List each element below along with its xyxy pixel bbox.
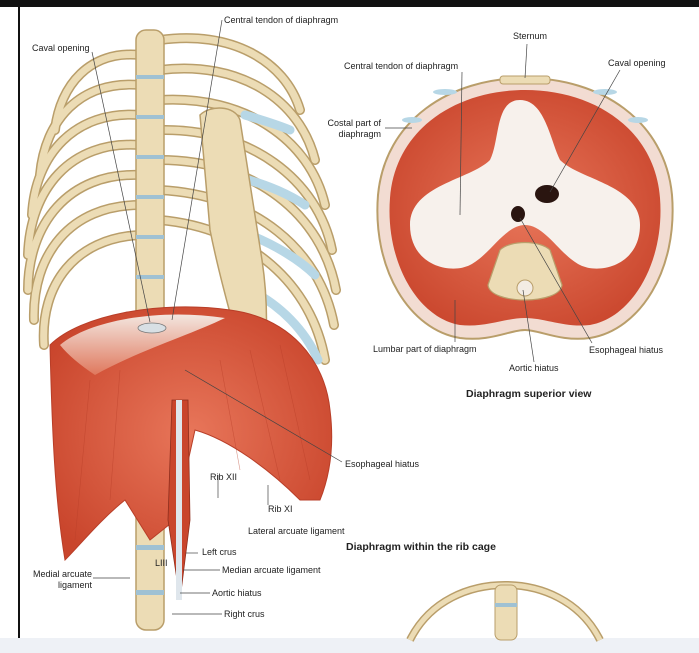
leader-lines-right <box>385 43 621 363</box>
label-rib-xi: Rib XI <box>268 504 293 514</box>
label-costal-part: Costal part of diaphragm <box>327 118 381 139</box>
label-sternum: Sternum <box>513 31 548 41</box>
label-lateral-arcuate: Lateral arcuate ligament <box>248 526 345 536</box>
label-aortic-hiatus-right: Aortic hiatus <box>509 363 559 373</box>
label-caval-opening-left: Caval opening <box>32 43 90 53</box>
label-rib-xii: Rib XII <box>210 472 238 482</box>
spinal-canal <box>516 279 534 297</box>
label-median-arcuate: Median arcuate ligament <box>222 565 321 575</box>
label-aortic-hiatus-left: Aortic hiatus <box>212 588 262 598</box>
caval-opening-hole <box>137 322 167 334</box>
label-central-tendon-left: Central tendon of diaphragm <box>224 15 339 25</box>
left-frame-line <box>18 0 20 653</box>
label-lumbar-part: Lumbar part of diaphragm <box>373 344 477 354</box>
leader-lines-left <box>91 19 343 615</box>
bottom-band <box>0 638 699 653</box>
rib-cage-illustration <box>23 29 341 631</box>
label-vertebra-liii: LIII <box>155 558 168 568</box>
label-caval-opening-right: Caval opening <box>608 58 666 68</box>
superior-view-illustration <box>376 75 674 340</box>
muscle-fibers <box>74 344 311 541</box>
top-frame-line <box>0 0 699 7</box>
label-left-crus: Left crus <box>202 547 237 557</box>
superior-caval-hole <box>535 185 559 203</box>
superior-esophageal-hole <box>511 206 525 222</box>
label-esophageal-hiatus-right: Esophageal hiatus <box>589 345 664 355</box>
vertebral-body-view <box>487 241 563 301</box>
ribs-right-fill <box>156 34 340 364</box>
caption-rib-cage: Diaphragm within the rib cage <box>346 541 496 553</box>
label-central-tendon-right: Central tendon of diaphragm <box>344 61 459 71</box>
central-tendon-dome <box>60 314 225 375</box>
diaphragm-muscle <box>49 306 333 562</box>
aorta-band <box>176 400 182 600</box>
caption-superior-view: Diaphragm superior view <box>466 388 592 400</box>
ribs-left-fill <box>24 51 144 349</box>
label-medial-arcuate: Medial arcuate ligament <box>32 569 92 590</box>
superior-central-tendon <box>410 100 640 269</box>
small-rib-cage-preview <box>406 580 604 642</box>
label-right-crus: Right crus <box>224 609 265 619</box>
label-esophageal-hiatus-left: Esophageal hiatus <box>345 459 420 469</box>
superior-cartilages <box>402 89 648 123</box>
